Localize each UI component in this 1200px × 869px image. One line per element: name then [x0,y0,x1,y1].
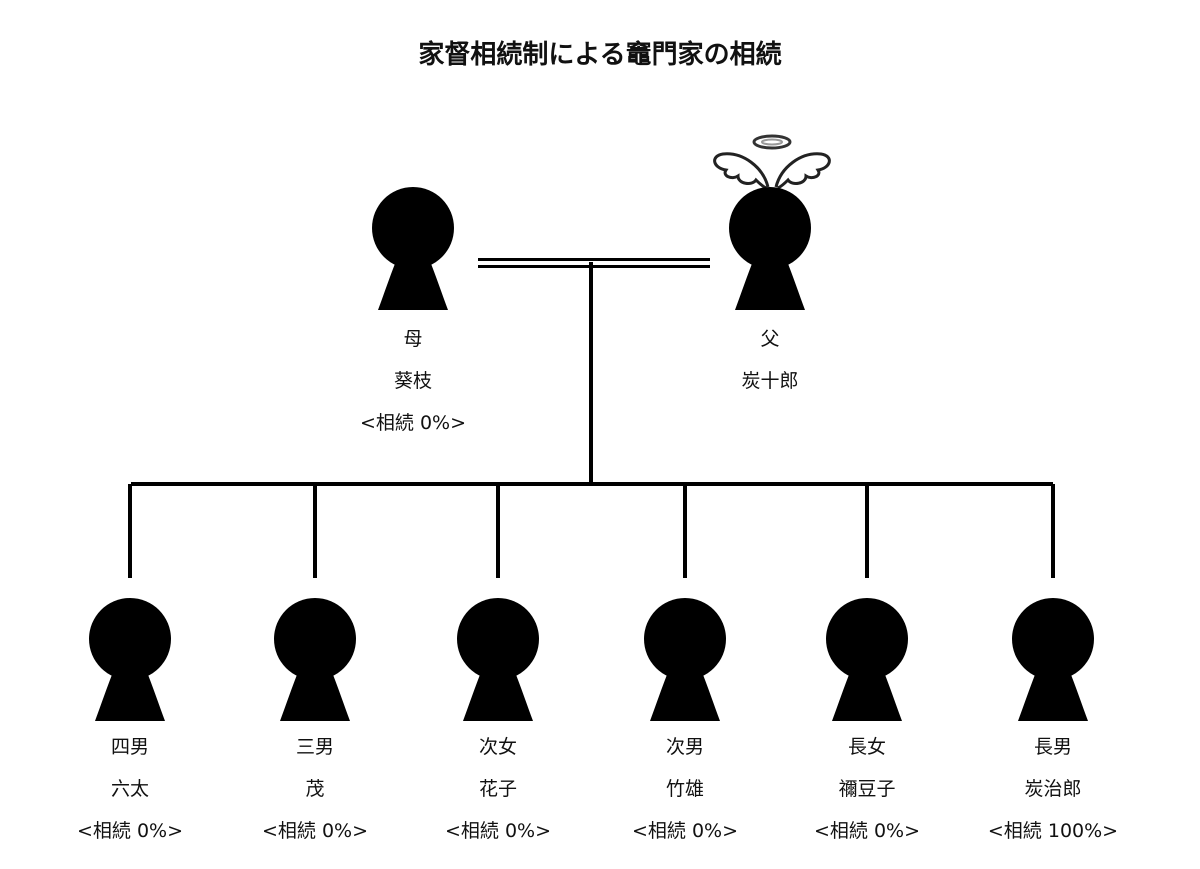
child-connector-line [128,484,132,578]
child-name: 禰豆子 [838,778,896,800]
child-silhouette-icon [1008,597,1098,723]
child-silhouette-icon [822,597,912,723]
child-role: 四男 [110,736,149,758]
father-name: 炭十郎 [741,370,799,392]
child-role: 長男 [1033,736,1072,758]
child-name: 花子 [478,778,517,800]
child-name: 茂 [305,778,325,800]
diagram-title: 家督相続制による竈門家の相続 [418,40,782,70]
father-role: 父 [760,328,780,350]
marriage-line-bottom [478,265,710,268]
child-share: <相続 0%> [261,820,369,842]
child-connector-line [683,484,687,578]
sibling-line [131,482,1053,486]
child-connector-line [496,484,500,578]
mother-share: <相続 0%> [359,412,467,434]
child-role: 次女 [478,736,517,758]
child-connector-line [313,484,317,578]
child-name: 六太 [110,778,149,800]
child-connector-line [865,484,869,578]
child-role: 次男 [665,736,704,758]
child-silhouette-icon [270,597,360,723]
marriage-line-top [478,258,710,261]
mother-role: 母 [403,328,423,350]
mother-silhouette-icon [368,186,458,312]
child-share: <相続 0%> [813,820,921,842]
descent-line [589,262,593,485]
child-silhouette-icon [640,597,730,723]
mother-name: 葵枝 [393,370,432,392]
child-share: <相続 0%> [631,820,739,842]
child-silhouette-icon [453,597,543,723]
angel-halo-wings-icon [713,134,831,190]
child-name: 炭治郎 [1024,778,1082,800]
child-name: 竹雄 [665,778,704,800]
child-role: 三男 [295,736,334,758]
father-silhouette-icon [725,186,815,312]
child-share: <相続 0%> [444,820,552,842]
child-share: <相続 100%> [987,820,1119,842]
child-silhouette-icon [85,597,175,723]
child-connector-line [1051,484,1055,578]
child-share: <相続 0%> [76,820,184,842]
child-role: 長女 [847,736,886,758]
